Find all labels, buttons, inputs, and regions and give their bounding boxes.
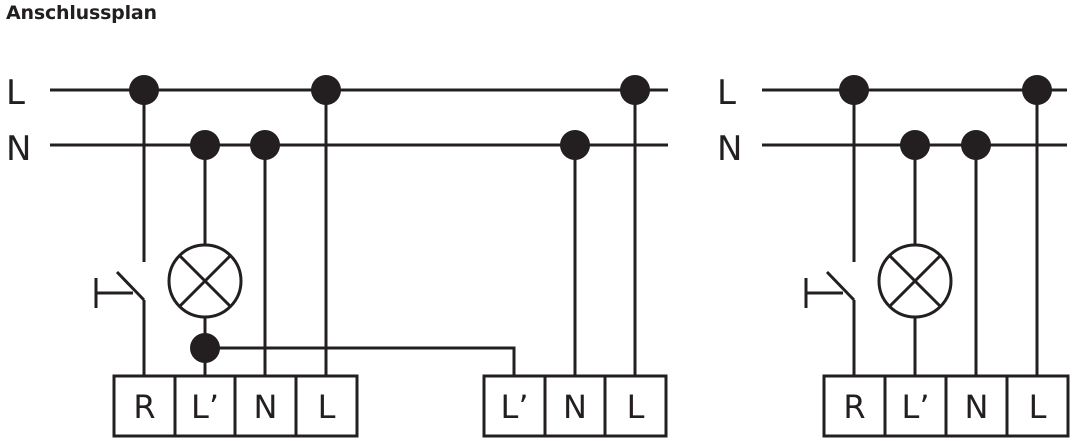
terminal-block: R L’ N L [822, 374, 1070, 438]
lamp-icon [877, 243, 953, 319]
terminal-lprime [883, 374, 948, 438]
junction-dot [129, 75, 159, 105]
terminal-n-label: N [965, 388, 989, 426]
right-diagram: L N R L’ N [717, 73, 1070, 438]
terminal-l-label: L [318, 388, 336, 426]
lamp-icon [167, 243, 243, 319]
terminal-lprime [173, 374, 237, 438]
neutral-rail-label: N [6, 129, 31, 169]
aux-terminal-lprime-label: L’ [501, 388, 529, 426]
terminal-n [233, 374, 298, 438]
junction-dot [190, 130, 220, 160]
aux-terminal-l-label: L [627, 388, 645, 426]
terminal-l-label: L [1029, 388, 1047, 426]
pushbutton-switch-icon [804, 270, 856, 308]
aux-terminal-lprime [482, 374, 547, 438]
aux-terminal-l [603, 374, 668, 438]
junction-dot [1022, 75, 1052, 105]
junction-dot [250, 130, 280, 160]
aux-terminal-n [543, 374, 607, 438]
neutral-rail-label: N [717, 129, 742, 169]
junction-dot [620, 75, 650, 105]
terminal-l [294, 374, 359, 438]
terminal-r-label: R [843, 388, 865, 426]
terminal-l [1005, 374, 1070, 438]
junction-dot [190, 333, 220, 363]
junction-dot [961, 130, 991, 160]
terminal-lprime-label: L’ [902, 388, 930, 426]
left-diagram: L N [6, 73, 668, 438]
junction-dot [560, 130, 590, 160]
terminal-n [944, 374, 1009, 438]
terminal-r [112, 374, 177, 438]
aux-terminal-block: L’ N L [482, 374, 668, 438]
main-terminal-block: R L’ N L [112, 374, 359, 438]
junction-dot [839, 75, 869, 105]
terminal-lprime-label: L’ [191, 388, 219, 426]
junction-dot [311, 75, 341, 105]
terminal-n-label: N [254, 388, 278, 426]
terminal-r [822, 374, 887, 438]
pushbutton-switch-icon [94, 270, 146, 308]
live-rail-label: L [717, 73, 736, 113]
page-title: Anschlussplan [6, 2, 157, 24]
lprime-link-wire [205, 346, 516, 376]
junction-dot [900, 130, 930, 160]
terminal-r-label: R [133, 388, 155, 426]
aux-terminal-n-label: N [563, 388, 587, 426]
live-rail-label: L [6, 73, 25, 113]
